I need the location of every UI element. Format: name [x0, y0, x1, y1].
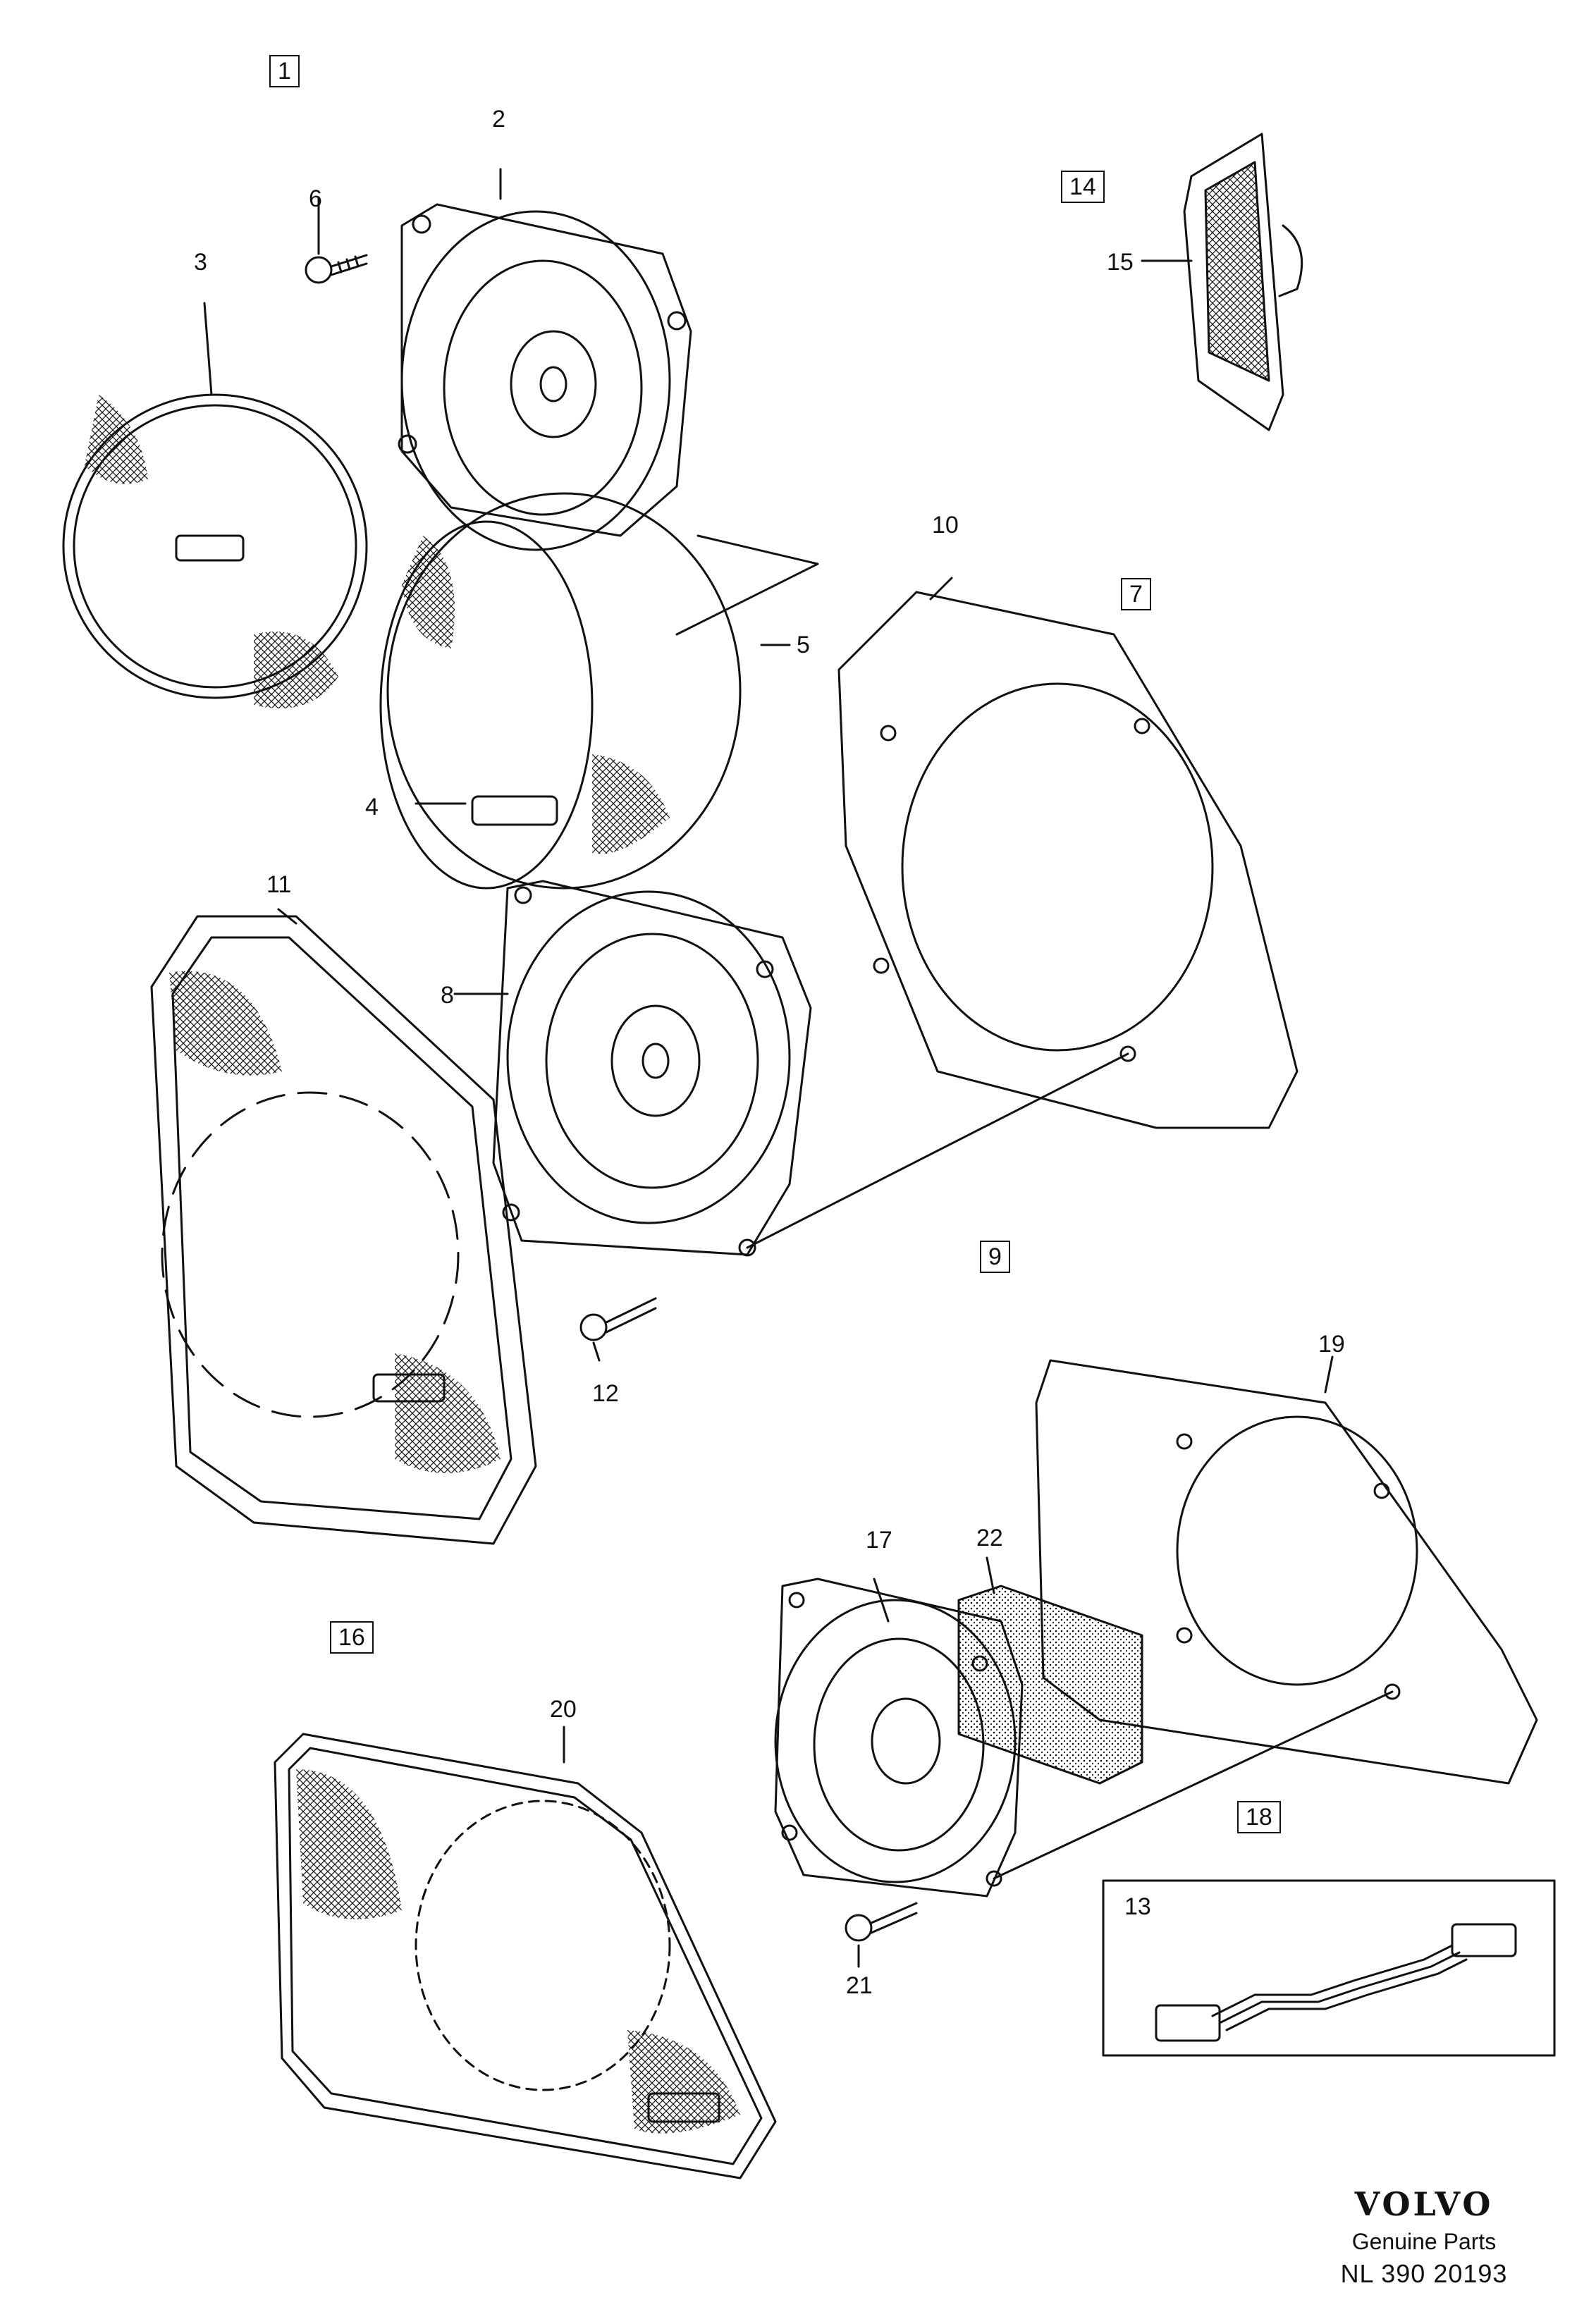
volvo-logo: VOLVO [1354, 2185, 1494, 2223]
volvo-badge [372, 1373, 446, 1403]
callout-1: 1 [269, 55, 300, 87]
tweeter-cover-15 [1183, 133, 1303, 431]
callout-8: 8 [441, 982, 454, 1009]
rect-grille-20 [274, 1733, 777, 2179]
connector-plug [1155, 2004, 1221, 2042]
speaker-frame-19 [1035, 1359, 1538, 1785]
brand-block: VOLVO Genuine Parts NL 390 20193 [1311, 2185, 1537, 2289]
callout-6: 6 [309, 185, 322, 212]
volvo-badge [647, 2092, 720, 2123]
foam-pad-22 [957, 1585, 1143, 1785]
triangular-grille-11 [150, 915, 537, 1545]
wiring-harness-box-13 [1102, 1879, 1556, 2057]
brand-subtitle: Genuine Parts [1351, 2229, 1497, 2254]
screw-12 [579, 1297, 657, 1341]
callout-16: 16 [330, 1621, 374, 1654]
callout-22: 22 [976, 1525, 1003, 1551]
screw-21 [845, 1902, 918, 1942]
callout-9: 9 [980, 1241, 1010, 1273]
callout-7: 7 [1121, 578, 1151, 610]
callout-18: 18 [1237, 1801, 1281, 1833]
cover-grille-4 [379, 492, 742, 890]
screw-6 [305, 254, 368, 284]
volvo-badge [471, 795, 558, 826]
callout-20: 20 [550, 1696, 577, 1723]
callout-14: 14 [1061, 171, 1105, 203]
callout-21: 21 [846, 1972, 873, 1999]
speaker-8 [492, 880, 812, 1257]
speaker-frame-10 [837, 591, 1299, 1129]
diagram-code: NL 390 20193 [1340, 2259, 1508, 2288]
connector-socket [1451, 1923, 1517, 1957]
speaker-17 [774, 1578, 1024, 1898]
callout-11: 11 [266, 871, 292, 898]
callout-2: 2 [492, 106, 505, 133]
volvo-badge [175, 534, 245, 562]
callout-19: 19 [1318, 1331, 1345, 1358]
callout-17: 17 [866, 1527, 892, 1554]
speaker-2 [398, 203, 692, 551]
callout-13: 13 [1124, 1893, 1151, 1920]
callout-10: 10 [932, 512, 959, 539]
callout-15: 15 [1107, 249, 1134, 276]
callout-4: 4 [365, 794, 379, 820]
callout-5: 5 [797, 632, 810, 658]
round-grille-3 [62, 393, 368, 708]
callout-12: 12 [592, 1380, 619, 1407]
callout-3: 3 [194, 249, 207, 276]
